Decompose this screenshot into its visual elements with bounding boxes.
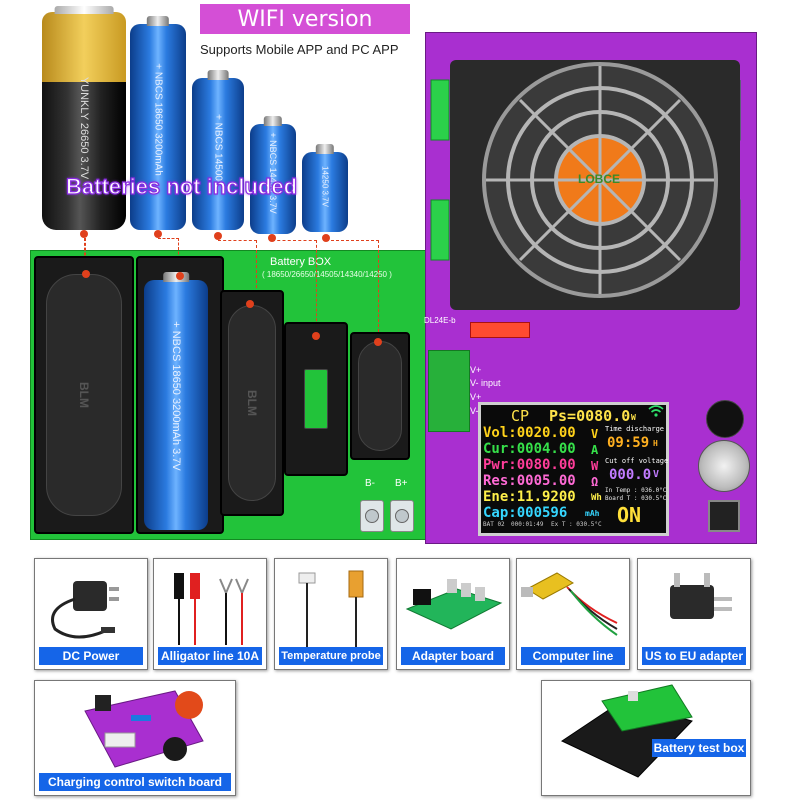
battery-14430: + NBCS 14430 3.7V	[250, 116, 296, 234]
input-label-3: V+	[470, 392, 482, 402]
accessory-charging-switch-board-label: Charging control switch board	[39, 773, 231, 791]
accessory-us-eu-adapter-label: US to EU adapter	[642, 647, 746, 665]
plug-adapter-icon	[670, 573, 732, 619]
accessory-adapter-board: Adapter board	[396, 558, 510, 670]
battery-box-title: Battery BOX	[270, 256, 332, 268]
wifi-version-banner: WIFI version	[200, 4, 410, 34]
lcd-time-unit: H	[653, 439, 658, 448]
lcd-footer-id: BAT 02	[483, 521, 505, 528]
battery-14250-label: 14250 3.7V	[320, 166, 330, 207]
lcd-cutoff-value: 000.0	[609, 467, 652, 483]
input-label-2: V- input	[470, 378, 501, 388]
battery-18650-label: + NBCS 18650 3200mAh	[152, 63, 164, 176]
battery-box-subtitle: ( 18650/26650/14505/14340/14250 )	[262, 270, 392, 279]
accessory-computer-line: Computer line	[516, 558, 630, 670]
battery-18650: + NBCS 18650 3200mAh	[130, 16, 186, 230]
lcd-power-unit: W	[591, 459, 599, 473]
lcd-cutoff-label: Cut off voltage	[605, 457, 669, 465]
battery-14500: + NBCS 14500	[192, 70, 244, 230]
holder-26650: BLM	[34, 256, 134, 534]
screw-terminal-b-minus[interactable]	[360, 500, 384, 532]
accessory-temperature-probe-label: Temperature probe	[279, 647, 383, 665]
switch-board-icon	[84, 690, 204, 768]
accessory-alligator-line-label: Alligator line 10A	[158, 647, 262, 665]
accessory-alligator-line: Alligator line 10A	[153, 558, 267, 670]
inserted-18650-battery: + NBCS 18650 3200mAh 3.7V	[144, 272, 208, 530]
lcd-screen: CP Ps=0080.0 W Vol:0020.00 V Cur:0004.00…	[478, 402, 669, 536]
lcd-resistance: Res:0005.00	[483, 473, 576, 489]
input-label-4: V-	[470, 406, 479, 416]
holder-14500: BLM	[220, 290, 284, 516]
accessory-charging-switch-board: Charging control switch board	[34, 680, 236, 796]
lcd-current-unit: A	[591, 443, 599, 457]
inserted-battery-label: + NBCS 18650 3200mAh 3.7V	[170, 321, 182, 471]
lcd-status: ON	[617, 503, 642, 527]
lcd-power-set-unit: W	[631, 413, 636, 422]
lcd-in-temp: In Temp : 036.0°C	[605, 487, 667, 494]
supports-app-text: Supports Mobile APP and PC APP	[200, 42, 399, 57]
accessory-dc-power: DC Power	[34, 558, 148, 670]
holder-26650-mark: BLM	[77, 382, 91, 408]
temperature-probe-icon	[298, 570, 364, 647]
wifi-icon	[648, 405, 664, 417]
lcd-power-set: Ps=0080.0	[549, 407, 631, 425]
lcd-capacity-unit: mAh	[585, 509, 600, 518]
red-connector	[470, 322, 530, 338]
lcd-footer-time: 000:01:49	[511, 521, 544, 528]
fan-brand: LOBCE	[578, 172, 620, 186]
lcd-resistance-unit: Ω	[591, 475, 599, 489]
cooling-fan-icon	[482, 62, 718, 298]
battery-14500-label: + NBCS 14500	[212, 114, 224, 181]
input-label-1: V+	[470, 365, 482, 375]
push-button[interactable]	[708, 500, 740, 532]
lcd-footer-ext-temp: Ex T : 030.5°C	[551, 521, 602, 528]
buzzer	[706, 400, 744, 438]
dc-power-adapter-icon	[51, 581, 119, 639]
holder-14500-mark: BLM	[245, 390, 259, 416]
lcd-cutoff-unit: V	[653, 469, 660, 480]
battery-14250: 14250 3.7V	[302, 144, 348, 232]
lcd-power: Pwr:0080.00	[483, 457, 576, 473]
lcd-energy-unit: Wh	[591, 493, 602, 503]
alligator-clip-icon	[174, 573, 249, 645]
holder-14430	[284, 322, 348, 476]
battery-26650-label: YUNKLY 26650 3.7V	[78, 76, 90, 180]
accessory-dc-power-label: DC Power	[39, 647, 143, 665]
terminal-b-minus-label: B-	[365, 478, 375, 489]
lcd-time-discharge-label: Time discharge	[605, 425, 665, 433]
rotary-knob[interactable]	[698, 440, 750, 492]
lcd-mode: CP	[511, 407, 530, 425]
lcd-voltage: Vol:0020.00	[483, 425, 576, 441]
lcd-voltage-unit: V	[591, 427, 599, 441]
lcd-capacity: Cap:000596	[483, 505, 568, 521]
battery-box-icon	[560, 684, 693, 778]
lcd-current: Cur:0004.00	[483, 441, 576, 457]
accessory-temperature-probe: Temperature probe	[274, 558, 388, 670]
terminal-b-plus-label: B+	[395, 478, 408, 489]
heatsink-left	[430, 79, 450, 261]
lcd-board-temp: Board T : 030.5°C	[605, 495, 667, 502]
accessory-battery-test-box-label: Battery test box	[652, 739, 746, 757]
lcd-energy: Ene:11.9200	[483, 489, 576, 505]
accessory-adapter-board-label: Adapter board	[401, 647, 505, 665]
screw-terminal-b-plus[interactable]	[390, 500, 414, 532]
lcd-time-discharge: 09:59	[607, 435, 650, 451]
board-model: DL24E-b	[424, 316, 456, 325]
usb-serial-cable-icon	[521, 572, 618, 636]
adapter-board-icon	[405, 579, 503, 630]
holder-14250	[350, 332, 410, 460]
battery-14430-label: + NBCS 14430 3.7V	[268, 132, 278, 214]
input-terminal-block[interactable]	[428, 350, 470, 432]
battery-26650: YUNKLY 26650 3.7V	[42, 6, 126, 230]
accessory-battery-test-box: Battery test box	[541, 680, 751, 796]
accessory-us-eu-adapter: US to EU adapter	[637, 558, 751, 670]
accessory-computer-line-label: Computer line	[521, 647, 625, 665]
batteries-not-included-note: Batteries not included	[65, 173, 298, 199]
